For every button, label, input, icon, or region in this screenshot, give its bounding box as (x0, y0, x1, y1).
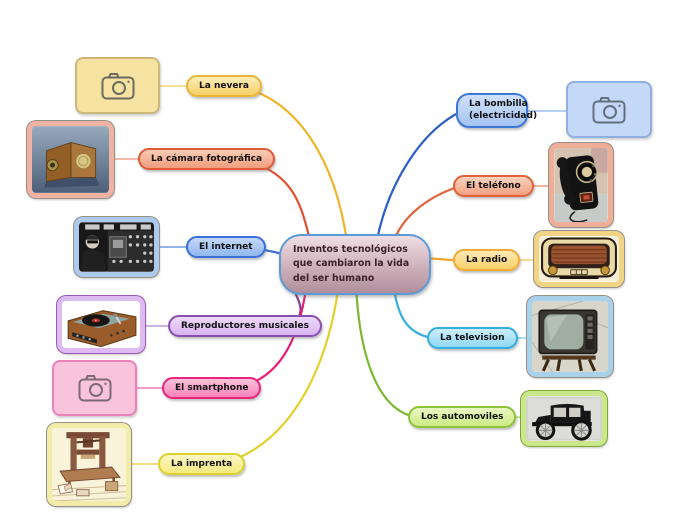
record-player-photo (62, 301, 140, 348)
early-computer-operator-photo (79, 222, 154, 272)
image-node-reproductores[interactable] (57, 296, 145, 353)
node-la-bombilla[interactable]: La bombilla (electricidad) (456, 93, 537, 129)
rotary-phone-photo (554, 148, 608, 222)
camera-icon (78, 375, 111, 402)
image-node-bombilla[interactable] (566, 81, 652, 138)
printing-press-drawing (52, 428, 126, 501)
node-el-smartphone[interactable]: El smartphone (162, 377, 262, 399)
image-node-camara[interactable] (27, 121, 114, 198)
branch-line-imprenta (220, 281, 341, 466)
vintage-tv-photo (532, 301, 608, 372)
image-node-smartphone[interactable] (52, 360, 137, 416)
central-topic[interactable]: Inventos tecnológicos que cambiaron la v… (279, 234, 431, 296)
branch-line-telefono (392, 184, 462, 242)
image-node-nevera[interactable] (75, 57, 160, 114)
node-el-internet[interactable]: El internet (186, 236, 266, 258)
branch-line-camara (238, 157, 312, 242)
node-reproductores-musicales[interactable]: Reproductores musicales (168, 315, 322, 337)
image-node-television[interactable] (527, 296, 613, 377)
camera-icon (592, 96, 626, 123)
antique-camera-photo (32, 126, 109, 193)
camera-icon (101, 72, 134, 99)
vintage-car-photo (526, 396, 602, 441)
node-la-television[interactable]: La television (427, 327, 518, 349)
node-el-telefono[interactable]: El teléfono (453, 175, 534, 197)
image-node-imprenta[interactable] (47, 423, 131, 506)
image-node-telefono[interactable] (549, 143, 613, 227)
image-node-internet[interactable] (74, 217, 159, 277)
node-la-nevera[interactable]: La nevera (186, 75, 262, 97)
node-la-imprenta[interactable]: La imprenta (158, 453, 246, 475)
node-la-radio[interactable]: La radio (453, 249, 521, 271)
node-la-camara-fotografica[interactable]: La cámara fotográfica (138, 148, 276, 170)
node-los-automoviles[interactable]: Los automoviles (408, 406, 517, 428)
branch-line-automoviles (354, 281, 417, 419)
branch-line-bombilla (375, 110, 462, 242)
image-node-automoviles[interactable] (521, 391, 607, 446)
vintage-radio-photo (539, 236, 619, 282)
image-node-radio[interactable] (534, 231, 624, 287)
